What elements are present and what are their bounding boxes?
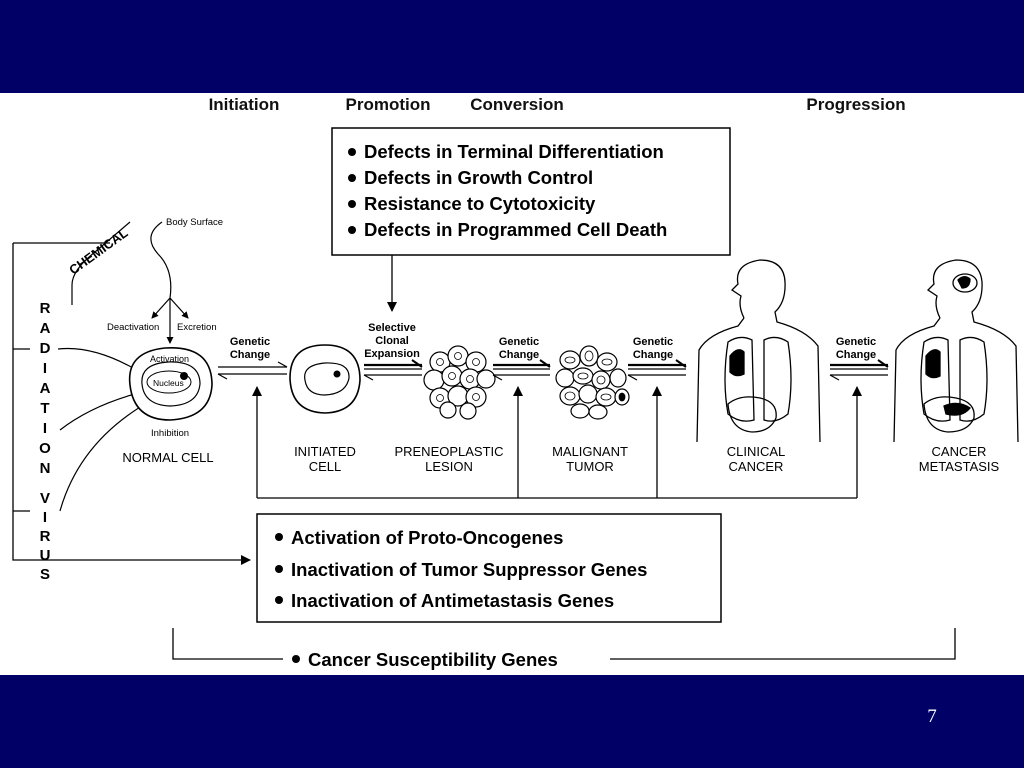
svg-text:Genetic: Genetic <box>633 336 673 348</box>
svg-text:U: U <box>40 547 51 564</box>
malignant-label-2: TUMOR <box>566 459 614 474</box>
normal-cell-label: NORMAL CELL <box>122 450 213 465</box>
activation-label: Activation <box>150 354 189 364</box>
bottom-box-item: Inactivation of Antimetastasis Genes <box>291 590 614 611</box>
stage-headers: Initiation Promotion Conversion Progress… <box>209 95 906 114</box>
chemical-label: CHEMICAL <box>66 225 130 277</box>
initiated-cell: INITIATED CELL <box>289 344 361 474</box>
svg-text:Genetic: Genetic <box>836 336 876 348</box>
svg-text:Expansion: Expansion <box>364 348 420 360</box>
genetic-label: Genetic <box>230 336 270 348</box>
slide-footer-band <box>0 675 1024 768</box>
susceptibility-label: Cancer Susceptibility Genes <box>308 649 558 670</box>
svg-text:R: R <box>40 528 51 545</box>
carcinogenic-agents: CHEMICAL RAD IAT ION VIR US <box>12 221 251 583</box>
bottom-box-item: Inactivation of Tumor Suppressor Genes <box>291 559 647 580</box>
preneoplastic-lesion <box>423 345 496 420</box>
stage-conversion: Conversion <box>470 95 564 114</box>
clinical-label-2: CANCER <box>729 459 784 474</box>
cancer-metastasis-figure <box>893 259 1019 443</box>
svg-text:I: I <box>43 360 47 377</box>
transition-selective-expansion: Selective Clonal Expansion <box>363 322 423 381</box>
svg-text:R: R <box>40 300 51 317</box>
stage-progression: Progression <box>806 95 905 114</box>
stage-initiation: Initiation <box>209 95 280 114</box>
transition-genetic-change-2: Genetic Change <box>492 336 551 381</box>
clinical-label-1: CLINICAL <box>727 444 786 459</box>
initiated-label-2: CELL <box>309 459 342 474</box>
svg-text:A: A <box>40 320 51 337</box>
page-number: 7 <box>927 706 937 727</box>
metastasis-label-1: CANCER <box>932 444 987 459</box>
inhibition-label: Inhibition <box>151 428 189 439</box>
top-box-item: Resistance to Cytotoxicity <box>364 193 596 214</box>
normal-cell: Body Surface Deactivation Excretion Acti… <box>107 217 223 465</box>
svg-text:Change: Change <box>633 349 673 361</box>
deactivation-label: Deactivation <box>107 322 159 333</box>
top-box-item: Defects in Programmed Cell Death <box>364 219 667 240</box>
svg-text:Change: Change <box>836 349 876 361</box>
svg-text:I: I <box>43 420 47 437</box>
preneoplastic-label-2: LESION <box>425 459 473 474</box>
stage-promotion: Promotion <box>346 95 431 114</box>
svg-text:N: N <box>40 460 51 477</box>
transition-genetic-change-3: Genetic Change <box>627 336 687 381</box>
svg-text:Selective: Selective <box>368 322 416 334</box>
transition-genetic-change-1: Genetic Change <box>217 336 288 380</box>
slide-header-band <box>0 0 1024 93</box>
radiation-virus-letters: RAD IAT ION VIR US <box>39 300 51 583</box>
top-box-item: Defects in Terminal Differentiation <box>364 141 664 162</box>
svg-text:Change: Change <box>499 349 539 361</box>
svg-text:A: A <box>40 380 51 397</box>
top-defects-box: Defects in Terminal Differentiation Defe… <box>331 127 731 256</box>
excretion-label: Excretion <box>177 322 217 333</box>
malignant-label-1: MALIGNANT <box>552 444 628 459</box>
svg-text:O: O <box>39 440 51 457</box>
bottom-genes-box: Activation of Proto-Oncogenes Inactivati… <box>256 513 722 623</box>
top-box-item: Defects in Growth Control <box>364 167 593 188</box>
svg-text:Genetic: Genetic <box>499 336 539 348</box>
susceptibility-bracket: Cancer Susceptibility Genes <box>172 628 956 670</box>
svg-text:D: D <box>40 340 51 357</box>
metastasis-label-2: METASTASIS <box>919 459 1000 474</box>
body-surface-label: Body Surface <box>166 217 223 228</box>
preneoplastic-label-1: PRENEOPLASTIC <box>394 444 503 459</box>
svg-text:V: V <box>40 490 50 507</box>
svg-text:Clonal: Clonal <box>375 335 409 347</box>
bottom-box-item: Activation of Proto-Oncogenes <box>291 527 563 548</box>
svg-text:I: I <box>43 509 47 526</box>
transition-genetic-change-4: Genetic Change <box>829 336 889 381</box>
change-label: Change <box>230 349 270 361</box>
genetic-change-feedback-bus <box>252 386 862 499</box>
malignant-tumor <box>555 345 630 420</box>
svg-text:S: S <box>40 566 50 583</box>
initiated-label-1: INITIATED <box>294 444 356 459</box>
svg-text:T: T <box>40 400 49 417</box>
nucleus-label: Nucleus <box>153 378 184 388</box>
clinical-cancer-figure <box>696 259 821 443</box>
